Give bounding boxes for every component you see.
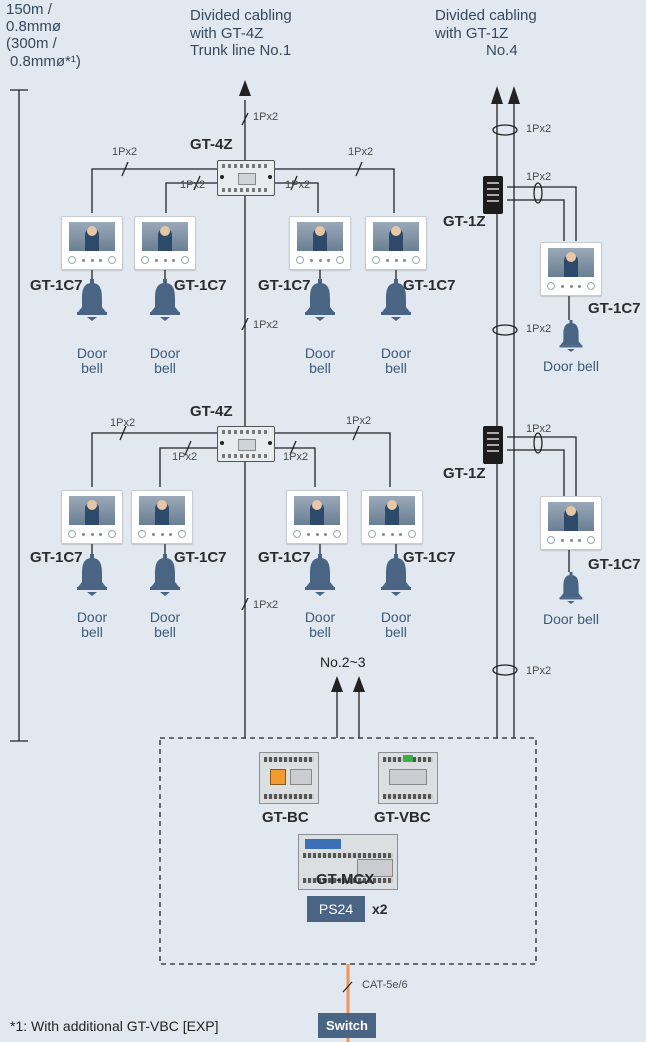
gt1z-unit-1 [483, 176, 503, 214]
cable-label: 1Px2 [112, 146, 138, 158]
door-bell-label: Door bell [543, 611, 600, 627]
gt4z-unit-2 [217, 426, 275, 462]
cable-label: 1Px2 [172, 451, 198, 463]
length-spec-3: (300m / [6, 35, 57, 52]
cable-label: 1Px2 [253, 111, 279, 123]
divided-1z-title-3: No.4 [486, 42, 518, 59]
gt1z-label-2: GT-1Z [443, 465, 486, 482]
cable-label: 1Px2 [526, 123, 552, 135]
gt1c7-label: GT-1C7 [588, 300, 641, 317]
cable-label: 1Px2 [283, 451, 309, 463]
gt1z-unit-2 [483, 426, 503, 464]
door-bell-label: Door bell [543, 358, 600, 374]
gt1c7-monitor [61, 216, 123, 270]
gt1c7-monitor [289, 216, 351, 270]
gt1c7-label: GT-1C7 [403, 277, 456, 294]
gt-vbc-label: GT-VBC [374, 809, 431, 826]
cable-label: 1Px2 [526, 171, 552, 183]
switch-badge: Switch [318, 1013, 376, 1038]
gt1c7-label: GT-1C7 [30, 549, 83, 566]
divided-4z-title-1: Divided cabling [190, 7, 292, 24]
divided-1z-title-2: with GT-1Z [435, 25, 509, 42]
cable-label: 1Px2 [253, 599, 279, 611]
gt1c7-label: GT-1C7 [174, 277, 227, 294]
cable-label: 1Px2 [526, 665, 552, 677]
gt1c7-monitor [540, 242, 602, 296]
gt1c7-monitor [361, 490, 423, 544]
gt4z-label-1: GT-4Z [190, 136, 233, 153]
divided-4z-title-3: Trunk line No.1 [190, 42, 292, 59]
gt-bc-unit [259, 752, 319, 804]
cable-label: 1Px2 [526, 323, 552, 335]
gt1z-label-1: GT-1Z [443, 213, 486, 230]
cable-label: 1Px2 [253, 319, 279, 331]
cable-label: 1Px2 [348, 146, 374, 158]
gt-bc-label: GT-BC [262, 809, 309, 826]
no-2-3-label: No.2~3 [320, 654, 366, 670]
gt1c7-monitor [61, 490, 123, 544]
gt-mcx-unit [298, 834, 398, 890]
gt1c7-monitor [540, 496, 602, 550]
gt1c7-label: GT-1C7 [403, 549, 456, 566]
ps24-badge: PS24 [307, 896, 365, 922]
gt1c7-label: GT-1C7 [30, 277, 83, 294]
gt4z-unit-1 [217, 160, 275, 196]
length-spec-2: 0.8mmø [6, 18, 62, 35]
divided-1z-title-1: Divided cabling [435, 7, 537, 24]
gt1c7-label: GT-1C7 [258, 277, 311, 294]
cable-label: 1Px2 [346, 415, 372, 427]
headend-enclosure [159, 737, 537, 965]
gt1c7-monitor [365, 216, 427, 270]
gt1c7-label: GT-1C7 [258, 549, 311, 566]
cable-label: 1Px2 [180, 179, 206, 191]
gt1c7-label: GT-1C7 [588, 556, 641, 573]
gt1c7-monitor [286, 490, 348, 544]
gt4z-label-2: GT-4Z [190, 403, 233, 420]
gt1c7-monitor [131, 490, 193, 544]
cat-cable-label: CAT-5e/6 [362, 979, 408, 991]
divided-4z-title-2: with GT-4Z [190, 25, 264, 42]
gt-mcx-label: GT-MCX [316, 871, 375, 888]
length-spec-4: 0.8mmø*¹) [10, 53, 81, 70]
gt1c7-label: GT-1C7 [174, 549, 227, 566]
cable-label: 1Px2 [526, 423, 552, 435]
gt1c7-monitor [134, 216, 196, 270]
length-spec-1: 150m / [6, 1, 52, 18]
cable-label: 1Px2 [110, 417, 136, 429]
gt-vbc-unit [378, 752, 438, 804]
footnote: *1: With additional GT-VBC [EXP] [10, 1018, 219, 1034]
cable-label: 1Px2 [285, 179, 311, 191]
ps24-quantity: x2 [372, 901, 388, 917]
